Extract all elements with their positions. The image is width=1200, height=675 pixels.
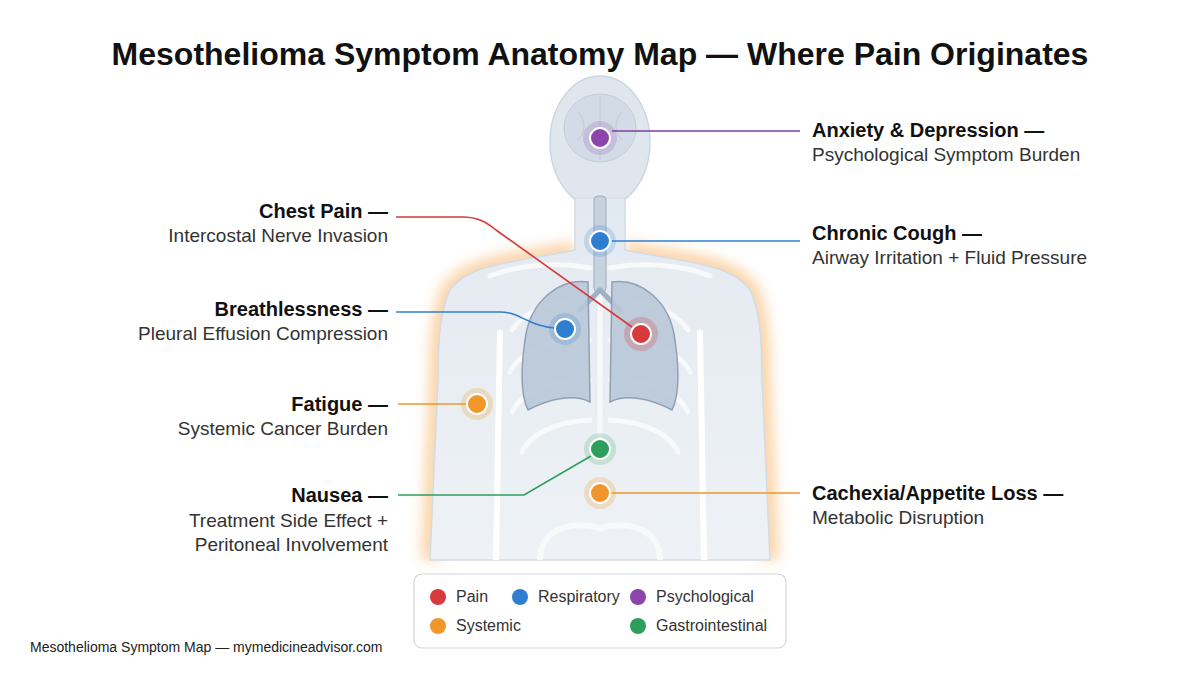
leader-line — [396, 217, 632, 327]
dot-glow — [583, 121, 617, 155]
right-lung — [610, 282, 678, 410]
symptom-detail: Treatment Side Effect + Peritoneal Invol… — [156, 509, 388, 557]
legend-frame — [414, 574, 786, 648]
brain-fold — [578, 96, 622, 160]
symptom-detail: Metabolic Disruption — [812, 506, 1172, 530]
leader-line — [396, 312, 555, 328]
leader-line — [612, 240, 800, 242]
head-silhouette — [550, 76, 650, 208]
symptom-dot — [590, 483, 610, 503]
dot-glow — [584, 225, 616, 257]
legend-entry: Respiratory — [512, 586, 620, 608]
symptom-heading: Chest Pain — — [48, 199, 388, 223]
symptom-heading: Fatigue — — [48, 392, 388, 416]
symptom-detail: Psychological Symptom Burden — [812, 143, 1172, 167]
legend-swatch — [630, 618, 646, 634]
symptom-dots — [461, 121, 658, 509]
dot-glow — [584, 433, 616, 465]
source-caption: Mesothelioma Symptom Map — mymedicineadv… — [30, 638, 382, 656]
symptom-heading: Chronic Cough — — [812, 221, 1172, 245]
legend-swatch — [512, 589, 528, 605]
leader-line — [398, 456, 591, 495]
symptom-dot — [631, 324, 651, 344]
legend-label: Gastrointestinal — [656, 617, 767, 635]
legend-entry: Systemic — [430, 615, 521, 637]
symptom-dot — [555, 319, 575, 339]
diagram-title: Mesothelioma Symptom Anatomy Map — Where… — [0, 34, 1200, 74]
dot-glow — [549, 313, 581, 345]
leader-line — [612, 492, 800, 494]
symptom-heading: Anxiety & Depression — — [812, 118, 1172, 142]
dot-glow — [461, 388, 493, 420]
symptom-dot — [590, 231, 610, 251]
torso-silhouette — [430, 198, 770, 560]
dot-glow — [624, 317, 658, 351]
legend-swatch — [630, 589, 646, 605]
symptom-heading: Nausea — — [48, 483, 388, 507]
pelvis-outline — [540, 525, 660, 560]
legend-label: Respiratory — [538, 588, 620, 606]
symptom-detail: Systemic Cancer Burden — [48, 417, 388, 441]
leader-line — [612, 130, 800, 132]
symptom-detail: Airway Irritation + Fluid Pressure — [812, 246, 1172, 270]
symptom-dot — [590, 128, 610, 148]
leader-lines — [396, 131, 800, 495]
symptom-dot — [590, 439, 610, 459]
legend-swatch — [430, 589, 446, 605]
leader-line — [398, 403, 466, 405]
legend-entry: Psychological — [630, 586, 754, 608]
symptom-heading: Breathlessness — — [48, 297, 388, 321]
dot-glow — [584, 477, 616, 509]
legend-entry: Pain — [430, 586, 488, 608]
legend-label: Pain — [456, 588, 488, 606]
legend-entry: Gastrointestinal — [630, 615, 767, 637]
legend-label: Psychological — [656, 588, 754, 606]
brain-outline — [564, 94, 636, 162]
symptom-heading: Cachexia/Appetite Loss — — [812, 481, 1172, 505]
symptom-detail: Pleural Effusion Compression — [48, 322, 388, 346]
legend-label: Systemic — [456, 617, 521, 635]
left-lung — [522, 282, 590, 410]
symptom-detail: Intercostal Nerve Invasion — [48, 224, 388, 248]
symptom-dot — [467, 394, 487, 414]
legend-swatch — [430, 618, 446, 634]
